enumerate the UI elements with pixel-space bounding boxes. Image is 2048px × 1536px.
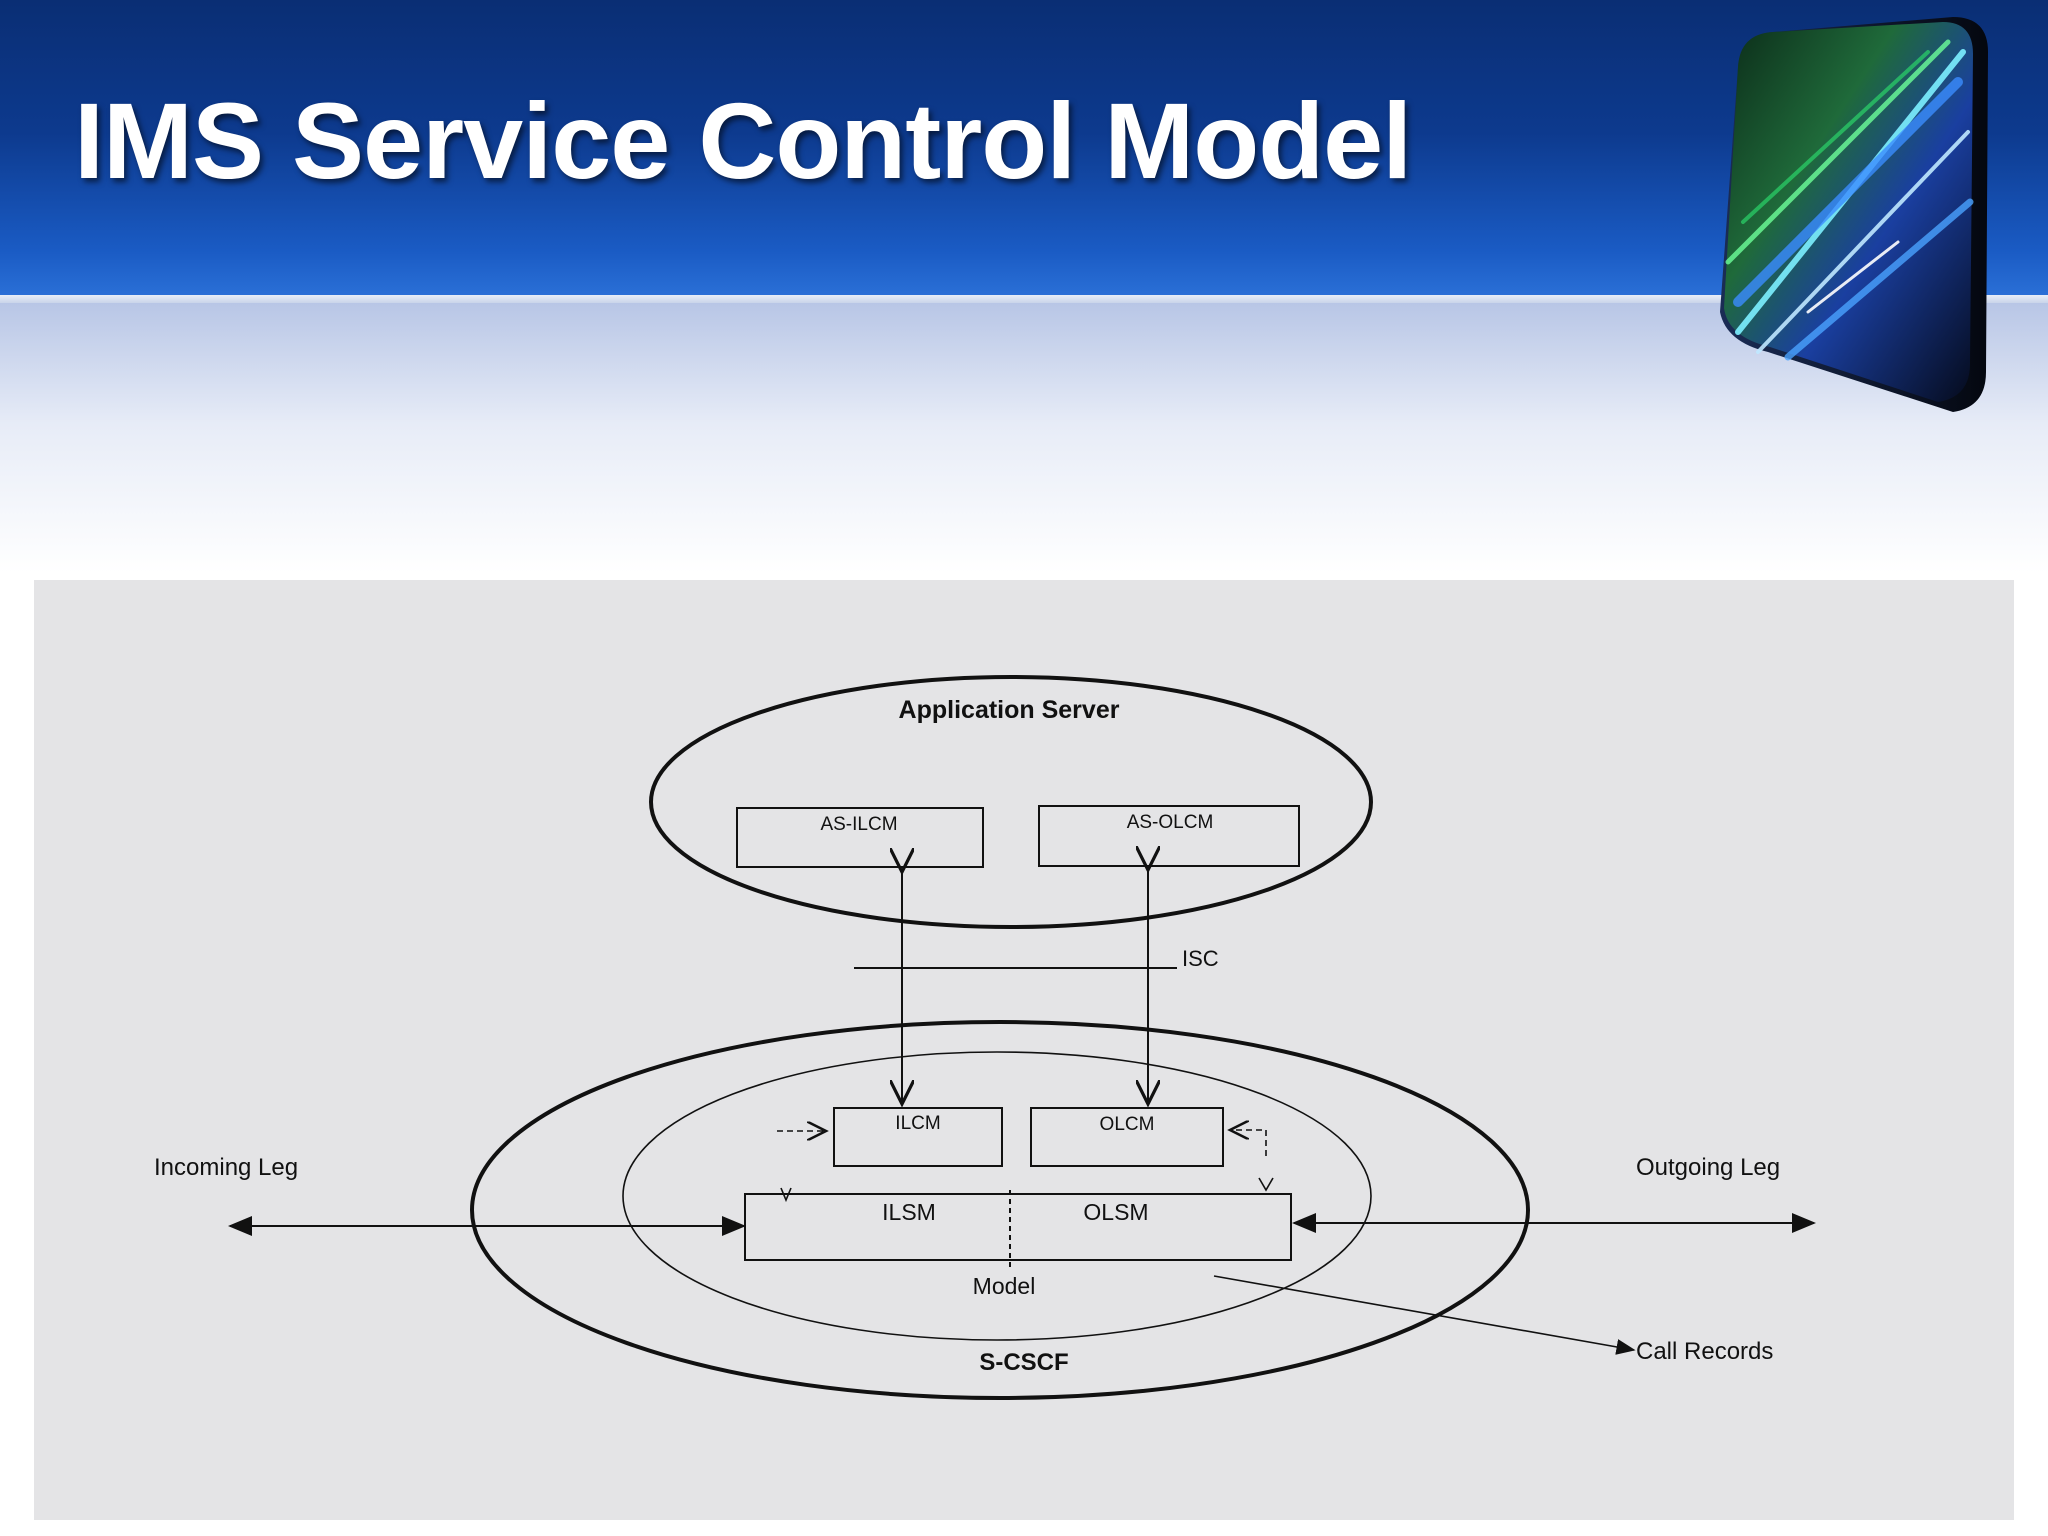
as-olcm-box xyxy=(1038,805,1300,867)
olcm-box xyxy=(1030,1107,1224,1167)
s-cscf-label: S-CSCF xyxy=(979,1349,1068,1376)
olcm-label: OLCM xyxy=(1100,1114,1155,1135)
outgoing-leg-label: Outgoing Leg xyxy=(1636,1154,1780,1181)
header-banner xyxy=(0,0,2048,295)
application-server-ellipse xyxy=(649,675,1373,929)
as-ilcm-label: AS-ILCM xyxy=(820,814,897,835)
header-gradient xyxy=(0,303,2048,573)
service-control-diagram: Application Server AS-ILCM AS-OLCM ISC I… xyxy=(154,675,1816,1400)
application-server-label: Application Server xyxy=(899,696,1120,724)
ilcm-label: ILCM xyxy=(895,1113,940,1134)
olsm-label: OLSM xyxy=(1083,1199,1148,1225)
ilsm-olsm-box xyxy=(744,1193,1292,1261)
light-streak-cube-icon xyxy=(1720,17,1988,412)
ilsm-label: ILSM xyxy=(882,1199,936,1225)
slide-title: IMS Service Control Model xyxy=(74,80,1412,201)
as-olcm-label: AS-OLCM xyxy=(1127,812,1214,833)
as-ilcm-box xyxy=(736,807,984,868)
isc-label: ISC xyxy=(1182,946,1219,971)
header-divider xyxy=(0,295,2048,303)
incoming-leg-label: Incoming Leg xyxy=(154,1154,298,1181)
s-cscf-ellipse xyxy=(470,1020,1530,1400)
ilsm-dashed-arrow xyxy=(780,1187,792,1203)
olsm-dashed-arrow xyxy=(1258,1177,1274,1192)
model-label: Model xyxy=(973,1273,1036,1299)
call-records-arrow xyxy=(1213,1275,1636,1355)
model-ellipse xyxy=(622,1051,1372,1341)
call-records-label: Call Records xyxy=(1636,1338,1773,1365)
diagram-panel: Application Server AS-ILCM AS-OLCM ISC I… xyxy=(34,580,2014,1520)
ilcm-box xyxy=(833,1107,1003,1167)
